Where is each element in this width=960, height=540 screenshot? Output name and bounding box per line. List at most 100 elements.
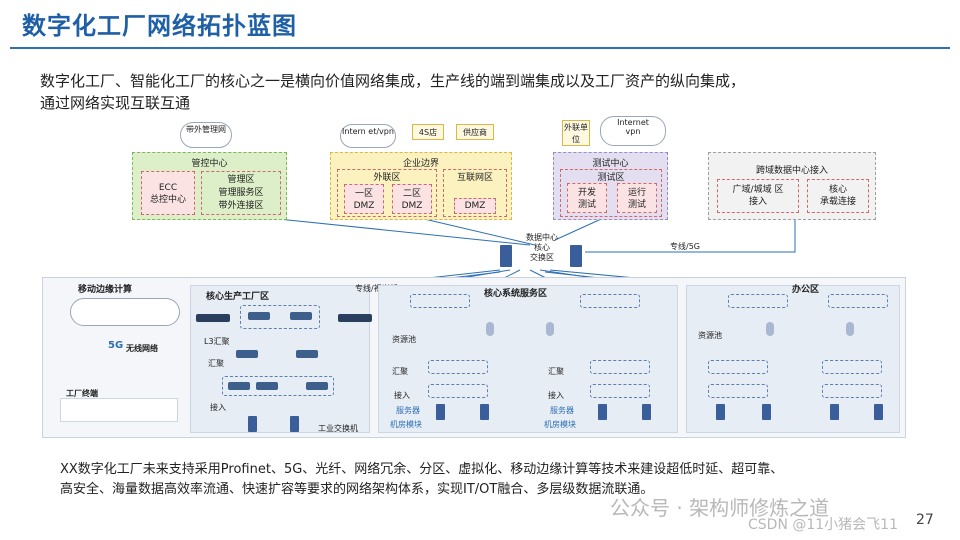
- test-center-zone: 测试中心 测试区 开发 测试 运行 测试: [553, 152, 668, 220]
- internet-dmz: DMZ: [454, 198, 496, 214]
- csdn-watermark: CSDN @11小猪会飞11: [748, 517, 898, 533]
- external-unit-tag: 外联单位: [562, 120, 590, 146]
- mobile-edge-label: 移动边缘计算: [78, 285, 133, 295]
- wechat-watermark: 公众号 · 架构师修炼之道: [610, 496, 830, 520]
- biz-switch-group-1: [410, 294, 470, 308]
- wireless-network-label: 无线网络: [126, 344, 158, 353]
- core-production-zone: [190, 285, 370, 433]
- extranet-zone-box: 外联区 一区 DMZ 二区 DMZ: [337, 169, 437, 217]
- zone2-dmz: 二区 DMZ: [392, 184, 432, 214]
- internet-vpn-cloud-1: Intern et/vpn: [340, 124, 396, 148]
- oob-access-zone-label: 带外连接区: [218, 201, 264, 211]
- storage-1: [486, 322, 494, 336]
- intro-line-2: 通过网络实现互联互通: [40, 94, 191, 112]
- office-label: 办公区: [792, 285, 820, 295]
- server-label-1: 服务器: [396, 406, 420, 415]
- agg-label-2: 汇聚: [392, 367, 408, 376]
- rack-module-label-1: 机房模块: [390, 420, 422, 429]
- core-carrier-box: 核心 承载连接: [807, 179, 869, 213]
- control-center-label: 管控中心: [191, 159, 228, 169]
- industrial-switch-label: 工业交换机: [318, 424, 358, 433]
- dedicated-line-label: 专线/5G: [670, 242, 700, 251]
- summary-line-1: XX数字化工厂未来支持采用Profinet、5G、光纤、网络冗余、分区、虚拟化、…: [60, 462, 784, 477]
- factory-terminal-label: 工厂终端: [66, 389, 98, 398]
- core-switch-right: [570, 245, 582, 267]
- biz-switch-group-2: [580, 294, 640, 308]
- server-rack-2: [480, 404, 489, 420]
- core-business-label: 核心系统服务区: [484, 289, 548, 299]
- access-label-3: 接入: [548, 391, 564, 400]
- server-rack-1: [436, 404, 445, 420]
- storage-3: [766, 322, 774, 336]
- core-production-label: 核心生产工厂区: [206, 292, 270, 302]
- resource-pool-label-2: 资源池: [698, 331, 722, 340]
- core-label-line1: 数据中心: [526, 233, 558, 242]
- cross-dc-label: 跨域数据中心接入: [755, 166, 828, 176]
- office-agg-group-2: [822, 360, 882, 374]
- access-switch-2: [256, 382, 278, 390]
- control-center-zone: 管控中心 ECC 总控中心 管理区 管理服务区 带外连接区: [132, 152, 287, 220]
- mgmt-zone-label: 管理区: [227, 175, 255, 185]
- internet-vpn-cloud-2: Internet vpn: [600, 116, 666, 146]
- core-switch-left: [500, 245, 512, 267]
- office-access-group-1: [708, 384, 768, 398]
- wan-access-box: 广域/城域 区 接入: [717, 179, 799, 213]
- office-switch-group-1: [728, 294, 788, 308]
- core-prod-switch-group: [240, 305, 320, 329]
- storage-4: [846, 322, 854, 336]
- access-switch-group: [222, 376, 334, 396]
- mec-cloud: [70, 298, 180, 326]
- server-rack-4: [642, 404, 651, 420]
- page-number: 27: [916, 512, 934, 528]
- industrial-device-2: [290, 416, 299, 432]
- mgmt-zone-box: 管理区 管理服务区 带外连接区: [201, 171, 281, 215]
- office-access-group-2: [822, 384, 882, 398]
- page-title: 数字化工厂网络拓扑蓝图: [22, 12, 297, 40]
- core-label-line3: 交换区: [530, 253, 554, 262]
- biz-agg-group-1: [428, 360, 488, 374]
- internet-zone-label: 互联网区: [456, 173, 493, 183]
- core-label-line2: 核心: [534, 243, 550, 252]
- extranet-zone-label: 外联区: [373, 173, 401, 183]
- l3-agg-switch-2: [296, 350, 318, 358]
- l3-agg-switch-1: [236, 350, 258, 358]
- l3-agg-label: L3汇聚: [204, 337, 230, 346]
- internet-label: Internet: [617, 118, 649, 127]
- agg-label-3: 汇聚: [548, 367, 564, 376]
- biz-access-group-2: [590, 384, 650, 398]
- zone1-dmz: 一区 DMZ: [344, 184, 384, 214]
- rack-module-label-2: 机房模块: [544, 420, 576, 429]
- office-agg-group-1: [708, 360, 768, 374]
- core-business-zone: [378, 285, 678, 433]
- title-underline: [10, 47, 950, 49]
- agg-label: 汇聚: [208, 359, 224, 368]
- summary-line-2: 高安全、海量数据高效率流通、快速扩容等要求的网络架构体系，实现IT/OT融合、多…: [60, 482, 654, 497]
- test-zone-box: 测试区 开发 测试 运行 测试: [560, 169, 662, 217]
- factory-terminal-box: [60, 398, 178, 422]
- industrial-device-1: [248, 416, 257, 432]
- biz-agg-group-2: [590, 360, 650, 374]
- mgmt-service-zone-label: 管理服务区: [218, 188, 264, 198]
- intro-line-1: 数字化工厂、智能化工厂的核心之一是横向价值网络集成，生产线的端到端集成以及工厂资…: [40, 72, 746, 90]
- test-center-label: 测试中心: [592, 159, 629, 169]
- storage-2: [546, 322, 554, 336]
- access-switch-3: [306, 382, 328, 390]
- office-server-2: [762, 404, 771, 420]
- supplier-tag: 供应商: [456, 124, 494, 140]
- border-switch-left: [196, 314, 230, 322]
- biz-access-group-1: [428, 384, 488, 398]
- ops-test-box: 运行 测试: [617, 183, 657, 213]
- enterprise-boundary-zone: 企业边界 外联区 一区 DMZ 二区 DMZ 互联网区 DMZ: [330, 152, 512, 220]
- ecc-box: ECC 总控中心: [141, 171, 195, 215]
- vpn-label: vpn: [625, 127, 641, 136]
- cross-dc-zone: 跨域数据中心接入 广域/城域 区 接入 核心 承载连接: [708, 152, 876, 220]
- oob-network-cloud: 带外管理网: [180, 122, 232, 148]
- internet-zone-box: 互联网区 DMZ: [443, 169, 507, 217]
- wireless-5g-label: 5G: [108, 340, 124, 351]
- access-label: 接入: [210, 403, 226, 412]
- core-prod-switch-1: [248, 312, 270, 320]
- enterprise-boundary-label: 企业边界: [402, 159, 439, 169]
- resource-pool-label-1: 资源池: [392, 335, 416, 344]
- access-switch-1: [228, 382, 250, 390]
- core-prod-switch-2: [290, 312, 312, 320]
